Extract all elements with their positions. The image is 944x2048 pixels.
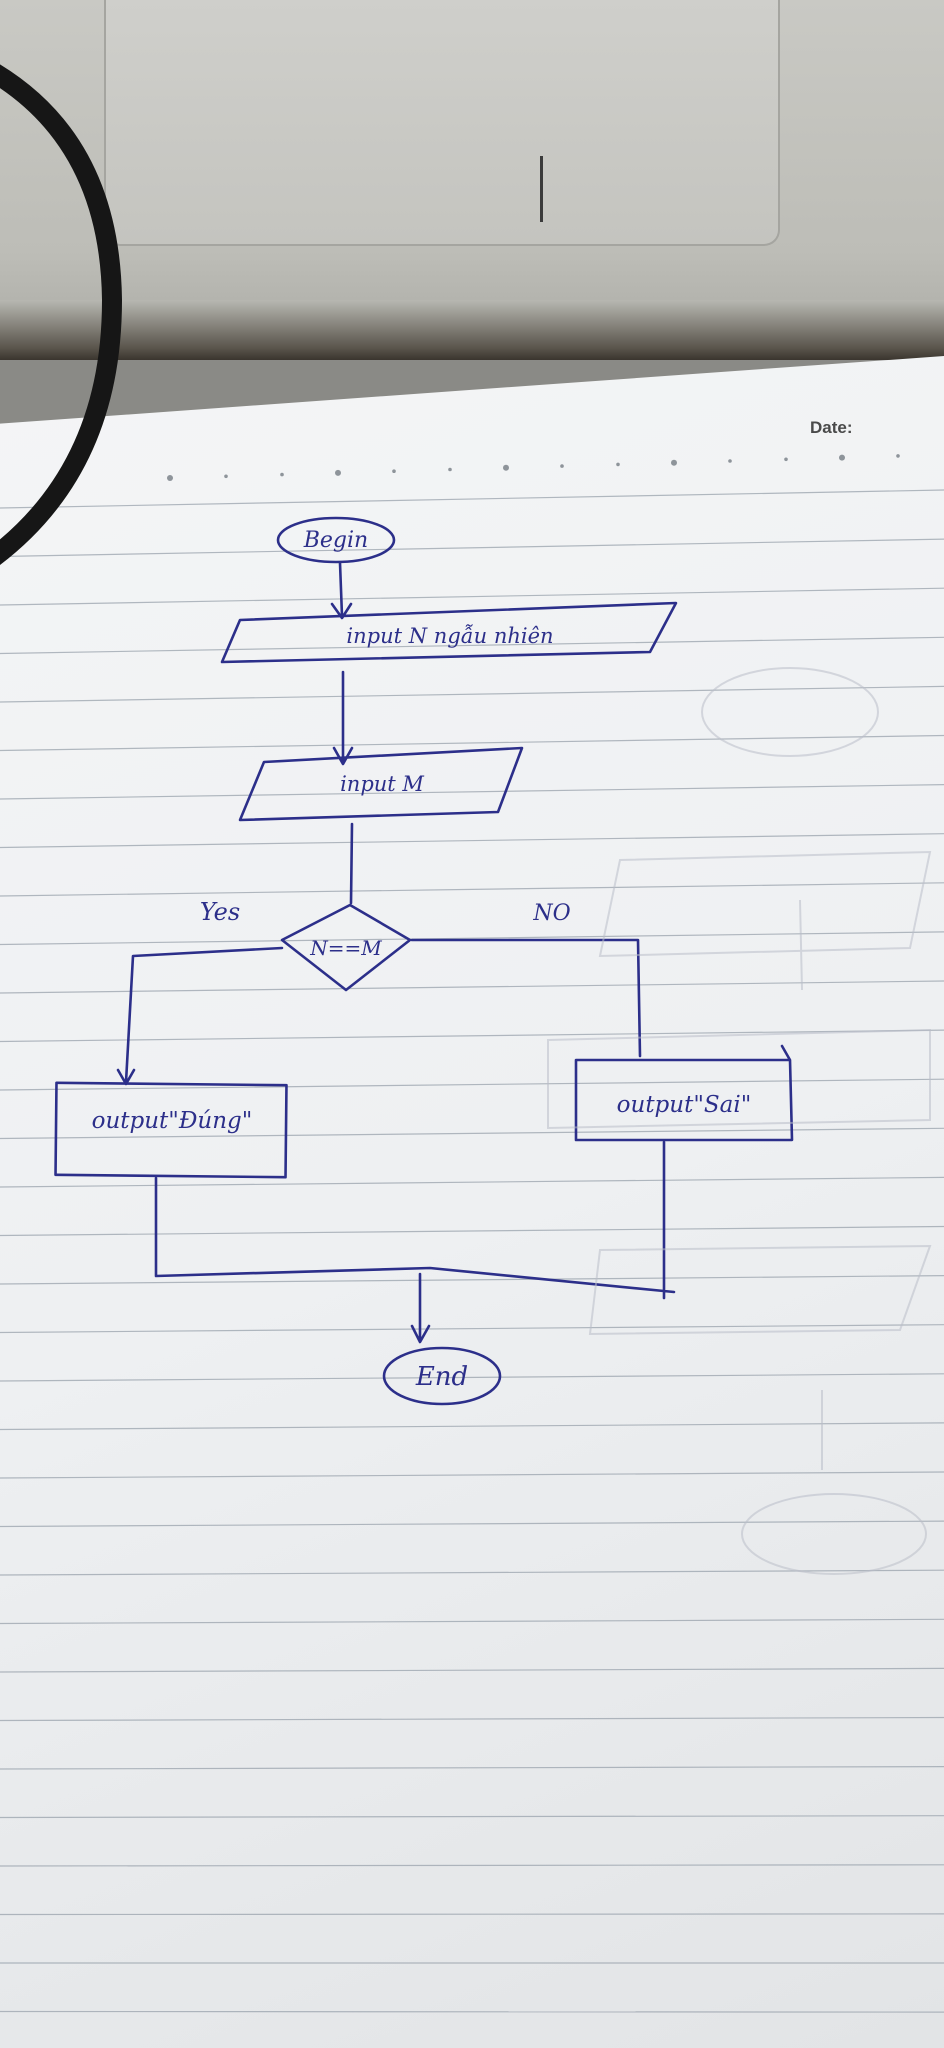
ruled-line [0, 980, 944, 994]
ruled-line [0, 1127, 944, 1140]
output-yes-box [54, 1081, 288, 1179]
arrow-merge-to-end [410, 1272, 431, 1344]
ruled-line [0, 685, 944, 703]
ruled-line [0, 1864, 944, 1867]
decision-diamond [280, 903, 412, 992]
begin-text: Begin [303, 528, 368, 553]
ruled-line [0, 636, 944, 655]
header-dot [784, 457, 788, 462]
ruled-line [0, 1225, 944, 1237]
input-n-shape [220, 601, 678, 664]
header-dot [167, 475, 173, 481]
arrow-inputn-to-inputm [332, 670, 354, 766]
begin-terminal [276, 516, 396, 564]
ruled-line [0, 1422, 944, 1431]
ruled-line [0, 734, 944, 752]
merge-connector [154, 1140, 676, 1300]
output-no-text: output"Sai" [617, 1092, 752, 1118]
header-dot [671, 459, 677, 466]
header-dot [392, 469, 396, 474]
no-label: NO [532, 901, 570, 926]
ruled-line [0, 1029, 944, 1043]
ruled-line [0, 2010, 944, 2013]
ruled-line [0, 1078, 944, 1091]
arrow-begin-to-inputn [330, 561, 353, 620]
header-dot [728, 459, 732, 463]
notebook-paper [0, 356, 944, 2048]
ruled-line [0, 1471, 944, 1479]
input-n-text: input N ngẫu nhiên [346, 624, 553, 648]
ruled-line [0, 784, 944, 800]
ruled-line [0, 489, 944, 509]
end-terminal [382, 1346, 502, 1406]
header-dot [560, 464, 564, 468]
header-dot [335, 469, 341, 476]
ruled-line [0, 882, 944, 897]
arrow-inputm-to-decision [349, 822, 354, 905]
header-dot [616, 462, 620, 467]
ruled-line [0, 1176, 944, 1188]
ruled-line [0, 1815, 944, 1819]
ruled-line [0, 1667, 944, 1673]
cable [0, 64, 123, 565]
ruled-line [0, 1373, 944, 1382]
ruled-line [0, 1716, 944, 1722]
output-yes-text: output"Đúng" [92, 1108, 253, 1134]
end-text: End [415, 1362, 468, 1392]
header-dot [896, 454, 900, 458]
header-dots [167, 454, 900, 481]
header-dot [280, 472, 284, 477]
ruled-line [0, 1913, 944, 1916]
header-dot [224, 474, 228, 479]
ruled-line [0, 1765, 944, 1770]
cursor-mark [540, 156, 543, 222]
yes-connector [116, 946, 284, 1086]
input-m-text: input M [340, 772, 424, 796]
decision-text: N==M [309, 936, 382, 960]
ruled-lines [0, 489, 944, 2013]
ruled-line [0, 1274, 944, 1285]
laptop-edge [0, 300, 944, 360]
date-label: Date: [810, 418, 853, 437]
input-m-shape [238, 746, 524, 822]
laptop-body [0, 0, 944, 360]
ruled-line [0, 587, 944, 606]
ruled-line [0, 1520, 944, 1528]
ruled-line [0, 931, 944, 946]
laptop-trackpad [104, 0, 780, 246]
no-connector [410, 938, 642, 1058]
ruled-line [0, 1324, 944, 1334]
header-dot [448, 467, 452, 472]
header-dot [503, 464, 509, 471]
ruled-line [0, 1569, 944, 1576]
header-dot [839, 454, 845, 461]
ruled-line [0, 538, 944, 558]
ruled-line [0, 833, 944, 849]
yes-label: Yes [200, 898, 240, 926]
bleed-through-marks [547, 667, 932, 1575]
ruled-line [0, 1618, 944, 1625]
output-no-box [574, 1044, 794, 1142]
